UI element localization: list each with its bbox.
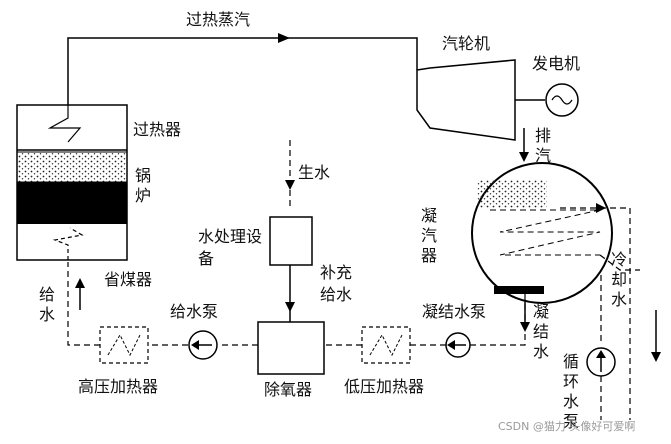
cooling-water-out [560,207,631,420]
label-condensate: 凝结水 [532,302,549,361]
label-makeup-water: 补充给水 [320,263,353,304]
water-treatment-box [269,216,313,266]
label-boiler: 锅炉 [134,166,151,205]
condensate-arrow [520,322,530,332]
superheater-coil [47,105,82,143]
label-superheater: 过热器 [133,120,182,139]
label-generator: 发电机 [532,54,581,73]
label-feed-water: 给水 [38,285,55,324]
generator-sine-icon [551,95,573,105]
label-water-treatment: 水处理设备 [198,227,263,268]
label-condenser: 凝汽器 [420,206,437,265]
label-hp-heater: 高压加热器 [78,377,159,396]
watermark: CSDN @猫力 头像好可爱啊 [498,420,636,433]
feedwater-up-arrow [75,278,85,288]
steam-line [67,37,418,105]
deaerator-box [257,321,325,375]
label-condensate-pump: 凝结水泵 [422,302,487,321]
label-lp-heater: 低压加热器 [344,377,425,396]
label-exhaust: 排汽 [534,126,551,165]
exhaust-arrow [519,152,529,162]
label-turbine: 汽轮机 [442,34,491,53]
steam-arrow [278,33,290,43]
lp-heater-box [361,326,411,364]
feedwater-line [470,294,526,346]
label-feed-pump: 给水泵 [170,302,219,321]
label-circulating-pump: 循环水泵 [562,352,579,431]
raw-water-arrow [285,180,295,190]
cooling-water-in [599,254,640,271]
hp-heater-box [99,326,149,364]
economizer-coil [52,227,84,260]
label-cooling-water: 冷却水 [610,250,627,309]
condenser [471,162,613,304]
label-economizer: 省煤器 [104,270,153,289]
turbine [416,59,516,141]
label-raw-water: 生水 [298,163,331,182]
label-superheated-steam: 过热蒸汽 [186,10,251,29]
label-deaerator: 除氧器 [264,380,313,399]
boiler [16,104,128,261]
cooling-down-arrow [651,352,661,362]
